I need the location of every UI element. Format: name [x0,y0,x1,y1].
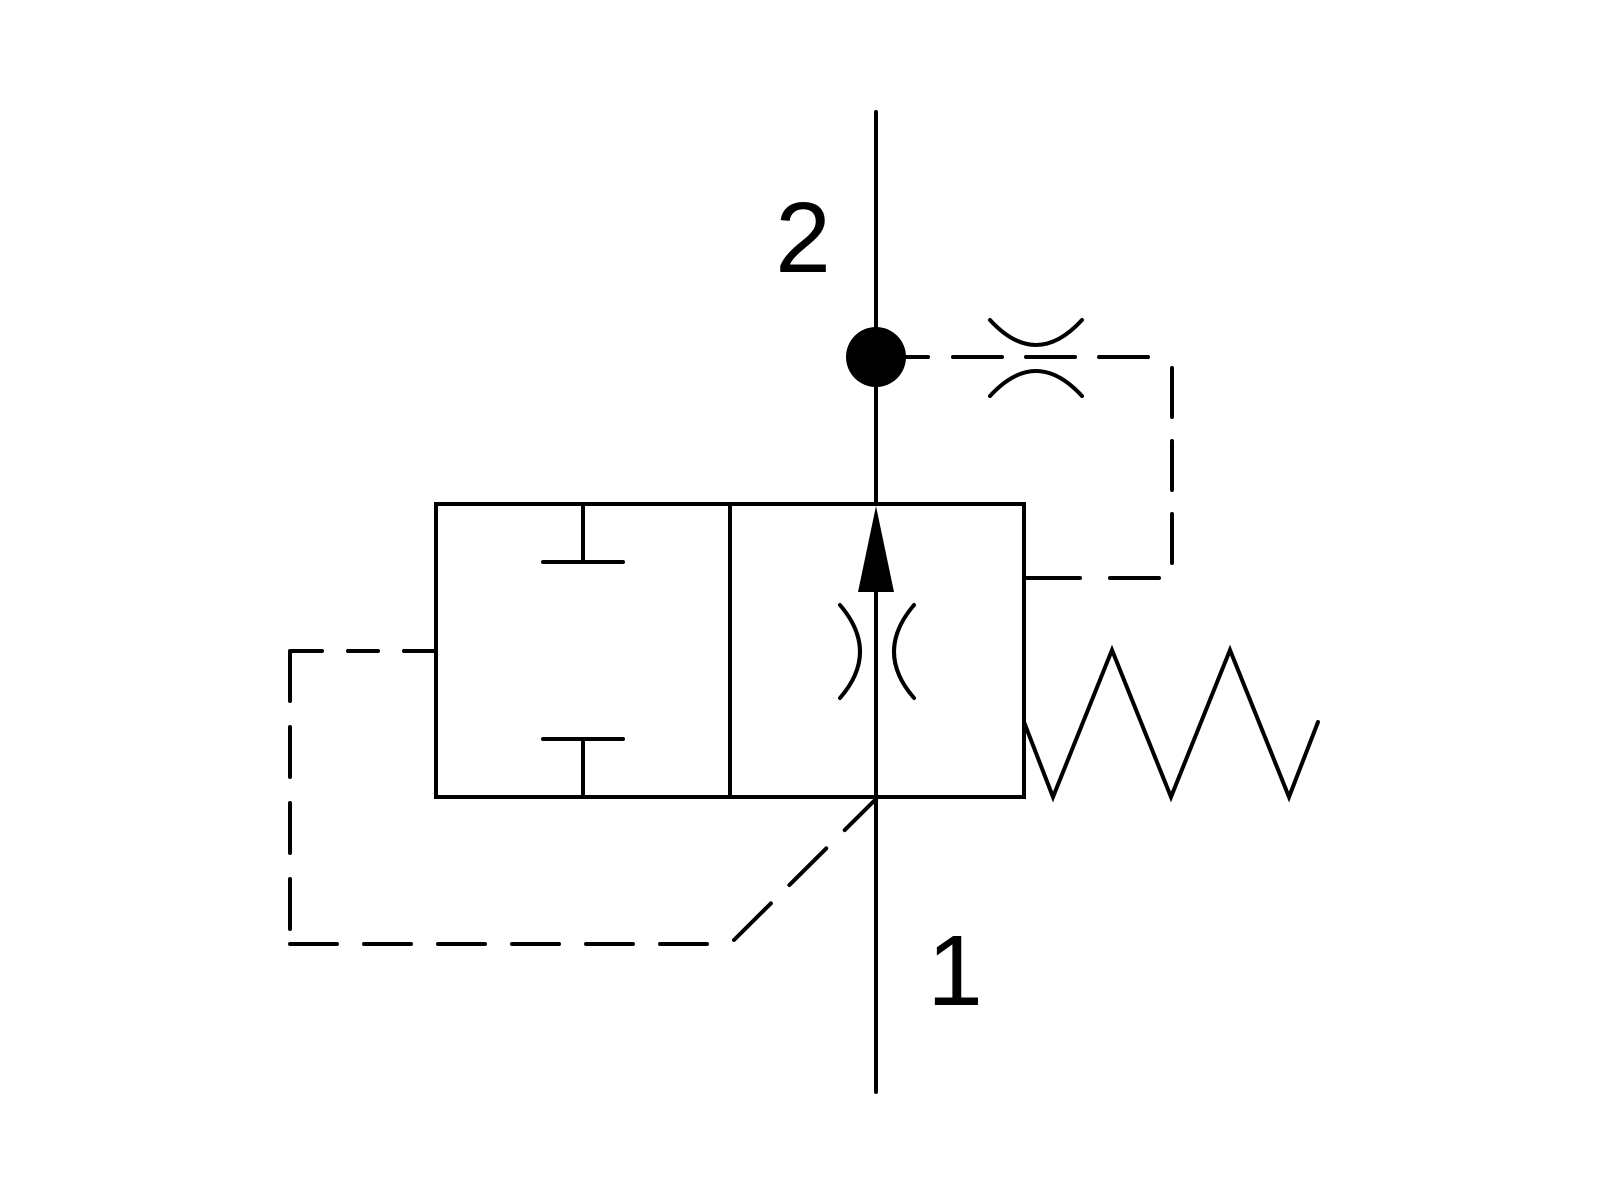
port-label-1: 1 [927,915,983,1027]
pilot-line-lower [288,649,878,946]
port-label-2: 2 [775,182,831,294]
blocked-port-top [541,502,625,564]
junction-node [846,327,906,387]
spring-icon [1022,644,1320,803]
flow-arrow-head-icon [858,506,894,592]
throttle-arc-left [838,603,862,700]
blocked-port-bottom [541,737,625,799]
orifice-icon [988,318,1084,398]
throttle-arc-right [892,603,916,700]
pilot-line-upper [904,355,1174,580]
